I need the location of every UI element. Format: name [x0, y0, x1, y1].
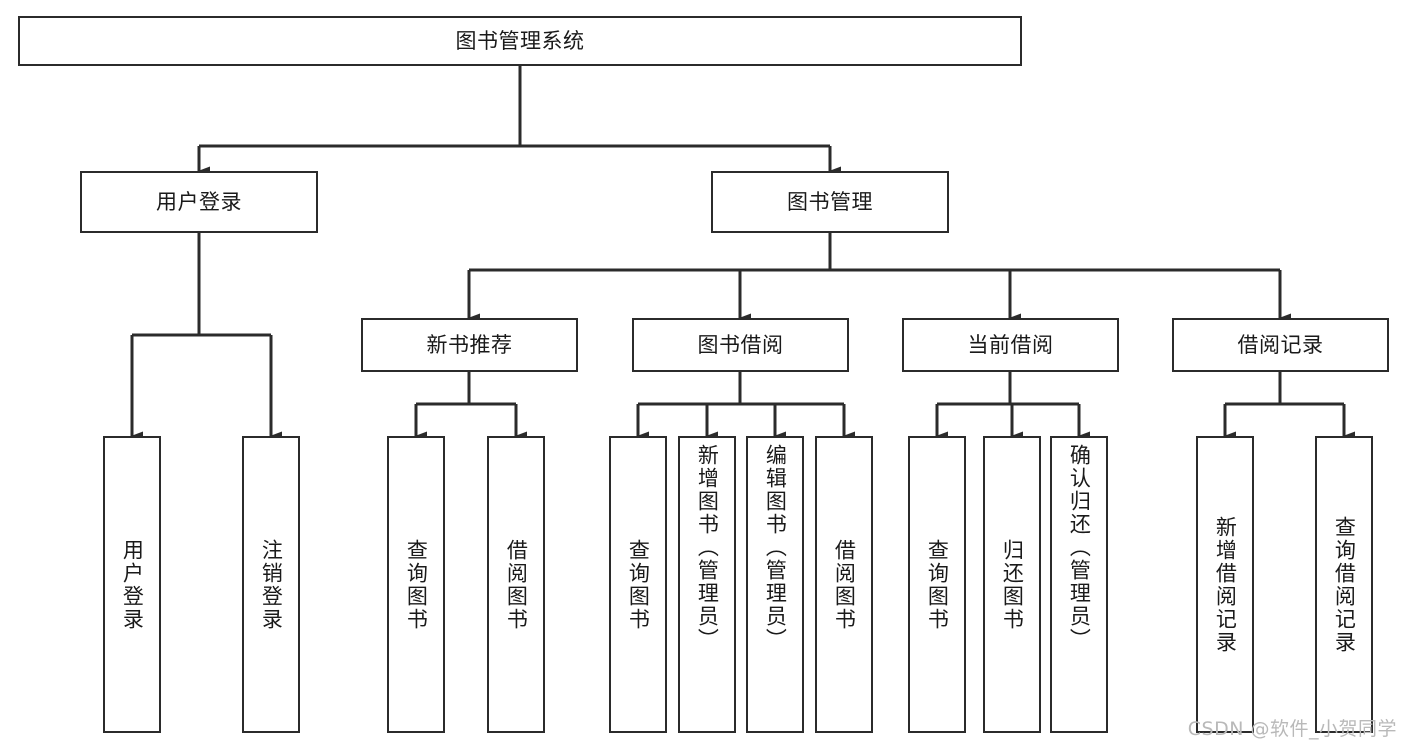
leaf-add-book-admin[interactable]: 新增图书（管理员）	[678, 436, 736, 733]
node-label: 确认归还（管理员）	[1067, 444, 1092, 651]
leaf-edit-book-admin[interactable]: 编辑图书（管理员）	[746, 436, 804, 733]
node-label: 新增借阅记录	[1213, 515, 1238, 654]
node-label: 新增图书（管理员）	[695, 444, 720, 651]
node-label: 用户登录	[120, 538, 145, 631]
node-label: 图书管理系统	[455, 28, 585, 53]
node-label: 查询图书	[404, 538, 429, 631]
leaf-query-book-borrowing[interactable]: 查询图书	[609, 436, 667, 733]
node-label: 查询借阅记录	[1332, 515, 1357, 654]
leaf-add-borrowing-record[interactable]: 新增借阅记录	[1196, 436, 1254, 733]
leaf-user-login[interactable]: 用户登录	[103, 436, 161, 733]
node-label: 借阅图书	[832, 538, 857, 631]
node-label: 编辑图书（管理员）	[763, 444, 788, 651]
node-label: 借阅图书	[504, 538, 529, 631]
node-label: 图书借阅	[697, 332, 784, 357]
leaf-query-borrowing-record[interactable]: 查询借阅记录	[1315, 436, 1373, 733]
node-book-borrowing[interactable]: 图书借阅	[632, 318, 849, 372]
node-current-borrowing[interactable]: 当前借阅	[902, 318, 1119, 372]
node-new-book-recommendation[interactable]: 新书推荐	[361, 318, 578, 372]
node-label: 查询图书	[626, 538, 651, 631]
node-root-system[interactable]: 图书管理系统	[18, 16, 1022, 66]
leaf-query-book-recommendation[interactable]: 查询图书	[387, 436, 445, 733]
leaf-confirm-return-admin[interactable]: 确认归还（管理员）	[1050, 436, 1108, 733]
node-label: 查询图书	[925, 538, 950, 631]
node-label: 用户登录	[156, 189, 242, 214]
leaf-logout[interactable]: 注销登录	[242, 436, 300, 733]
node-label: 图书管理	[787, 189, 873, 214]
node-label: 新书推荐	[426, 332, 513, 357]
csdn-watermark: CSDN @软件_小贺同学	[1187, 718, 1397, 740]
node-label: 当前借阅	[967, 332, 1054, 357]
leaf-borrow-book-recommendation[interactable]: 借阅图书	[487, 436, 545, 733]
leaf-query-book-current[interactable]: 查询图书	[908, 436, 966, 733]
node-label: 归还图书	[1000, 538, 1025, 631]
node-borrowing-records[interactable]: 借阅记录	[1172, 318, 1389, 372]
leaf-borrow-book-borrowing[interactable]: 借阅图书	[815, 436, 873, 733]
leaf-return-book[interactable]: 归还图书	[983, 436, 1041, 733]
node-label: 注销登录	[259, 538, 284, 631]
node-user-login[interactable]: 用户登录	[80, 171, 318, 233]
node-book-management[interactable]: 图书管理	[711, 171, 949, 233]
node-label: 借阅记录	[1237, 332, 1324, 357]
